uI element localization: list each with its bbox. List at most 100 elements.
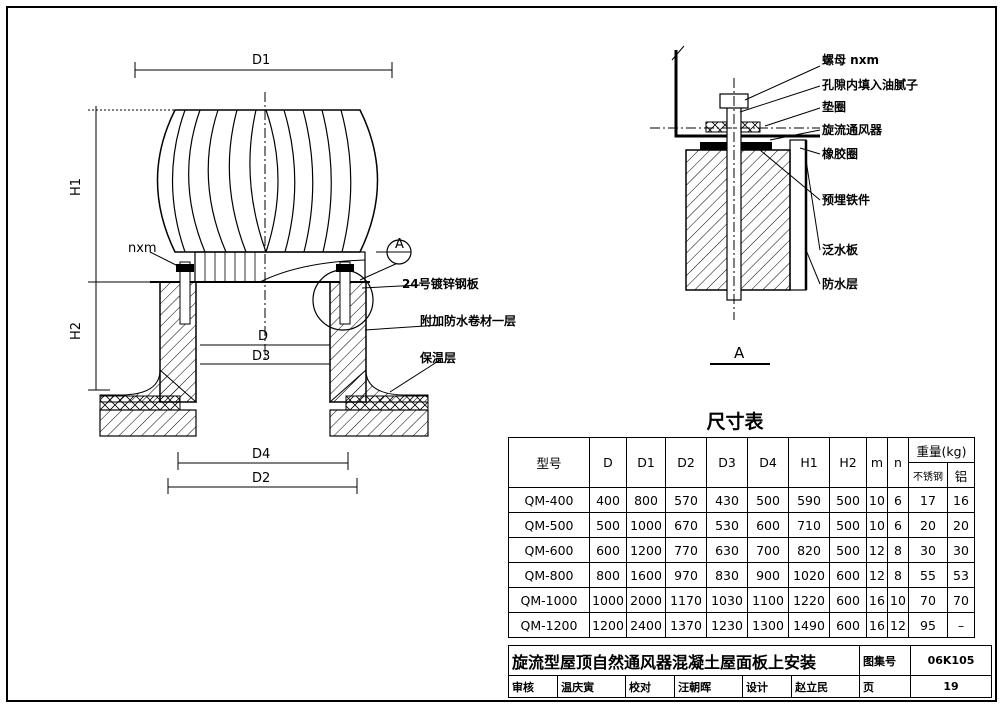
table-cell: 12 (866, 537, 888, 563)
table-cell: 500 (829, 487, 867, 513)
table-cell: 800 (626, 487, 666, 513)
table-cell: 1100 (747, 587, 789, 613)
check-label: 校对 (624, 675, 676, 698)
table-cell: 12 (866, 562, 888, 588)
table-cell: 16 (866, 587, 888, 613)
label-d3: D3 (252, 349, 270, 364)
table-cell: 1200 (626, 537, 666, 563)
label-detail-ref: A (395, 237, 404, 252)
table-cell: 590 (788, 487, 830, 513)
review-label: 审核 (507, 675, 559, 698)
table-cell: 2000 (626, 587, 666, 613)
label-d: D (258, 329, 268, 344)
label-hole-fill: 孔隙内填入油腻子 (822, 77, 918, 92)
label-h2: H2 (69, 322, 84, 340)
label-embedded-iron: 预埋铁件 (822, 192, 870, 207)
table-cell: 400 (589, 487, 627, 513)
table-cell: 10 (887, 587, 909, 613)
table-cell: 710 (788, 512, 830, 538)
table-cell: 1370 (665, 612, 707, 638)
table-cell: 1220 (788, 587, 830, 613)
label-section-a: A (734, 344, 745, 362)
table-cell: 70 (947, 587, 975, 613)
title-block: 旋流型屋顶自然通风器混凝土屋面板上安装 图集号 06K105 审核 温庆寅 校对… (507, 645, 992, 698)
header-h1: H1 (788, 437, 830, 488)
table-cell: 600 (829, 612, 867, 638)
drawing-title: 旋流型屋顶自然通风器混凝土屋面板上安装 (508, 645, 860, 676)
table-cell: 30 (947, 537, 975, 563)
curb-section (99, 261, 429, 437)
turbine-head (156, 109, 379, 283)
table-cell: 530 (706, 512, 748, 538)
atlas-number: 06K105 (910, 645, 992, 676)
table-cell: 500 (829, 537, 867, 563)
table-cell: 10 (866, 512, 888, 538)
table-cell: 1000 (626, 512, 666, 538)
detail-a (650, 45, 820, 365)
label-washer: 垫圈 (822, 99, 846, 114)
table-cell: QM-600 (508, 537, 590, 563)
table-cell: 12 (887, 612, 909, 638)
header-stainless: 不锈钢 (908, 462, 948, 488)
table-cell: QM-1200 (508, 612, 590, 638)
drawing-frame (6, 6, 997, 702)
table-cell: 20 (947, 512, 975, 538)
atlas-label: 图集号 (859, 645, 911, 676)
table-cell: 500 (747, 487, 789, 513)
header-d: D (589, 437, 627, 488)
page-label: 页 (859, 675, 911, 698)
header-m: m (866, 437, 888, 488)
table-cell: 670 (665, 512, 707, 538)
table-cell: 630 (706, 537, 748, 563)
table-cell: 500 (829, 512, 867, 538)
table-cell: 1030 (706, 587, 748, 613)
table-cell: 600 (829, 562, 867, 588)
table-cell: 30 (908, 537, 948, 563)
table-cell: 70 (908, 587, 948, 613)
table-cell: 770 (665, 537, 707, 563)
label-d4: D4 (252, 447, 270, 462)
header-d3: D3 (706, 437, 748, 488)
table-cell: 20 (908, 512, 948, 538)
table-cell: 55 (908, 562, 948, 588)
header-weight: 重量(kg) (908, 437, 975, 463)
table-cell: 6 (887, 487, 909, 513)
table-cell: 800 (589, 562, 627, 588)
design-label: 设计 (741, 675, 793, 698)
table-cell: 900 (747, 562, 789, 588)
label-waterproof-membrane: 附加防水卷材一层 (420, 313, 516, 328)
size-table-title: 尺寸表 (706, 411, 764, 433)
table-cell: 600 (589, 537, 627, 563)
label-nut: 螺母 nxm (822, 52, 879, 67)
table-cell: 1300 (747, 612, 789, 638)
table-cell: 820 (788, 537, 830, 563)
table-cell: 1020 (788, 562, 830, 588)
table-cell: 95 (908, 612, 948, 638)
label-d1: D1 (252, 53, 270, 68)
designer-name: 赵立民 (791, 675, 860, 698)
table-cell: 600 (747, 512, 789, 538)
table-cell: 1000 (589, 587, 627, 613)
label-nxm: nxm (128, 241, 157, 256)
table-cell: 830 (706, 562, 748, 588)
table-cell: QM-500 (508, 512, 590, 538)
table-cell: 1490 (788, 612, 830, 638)
page-number: 19 (910, 675, 992, 698)
table-cell: 1170 (665, 587, 707, 613)
header-d2: D2 (665, 437, 707, 488)
table-cell: QM-800 (508, 562, 590, 588)
checker-name: 汪朝晖 (674, 675, 743, 698)
table-cell: – (947, 612, 975, 638)
label-h1: H1 (69, 178, 84, 196)
table-cell: 6 (887, 512, 909, 538)
label-galvanized-plate: 24号镀锌钢板 (402, 276, 480, 291)
detail-leaders (739, 65, 821, 285)
table-cell: QM-400 (508, 487, 590, 513)
leader-lines (149, 251, 441, 393)
